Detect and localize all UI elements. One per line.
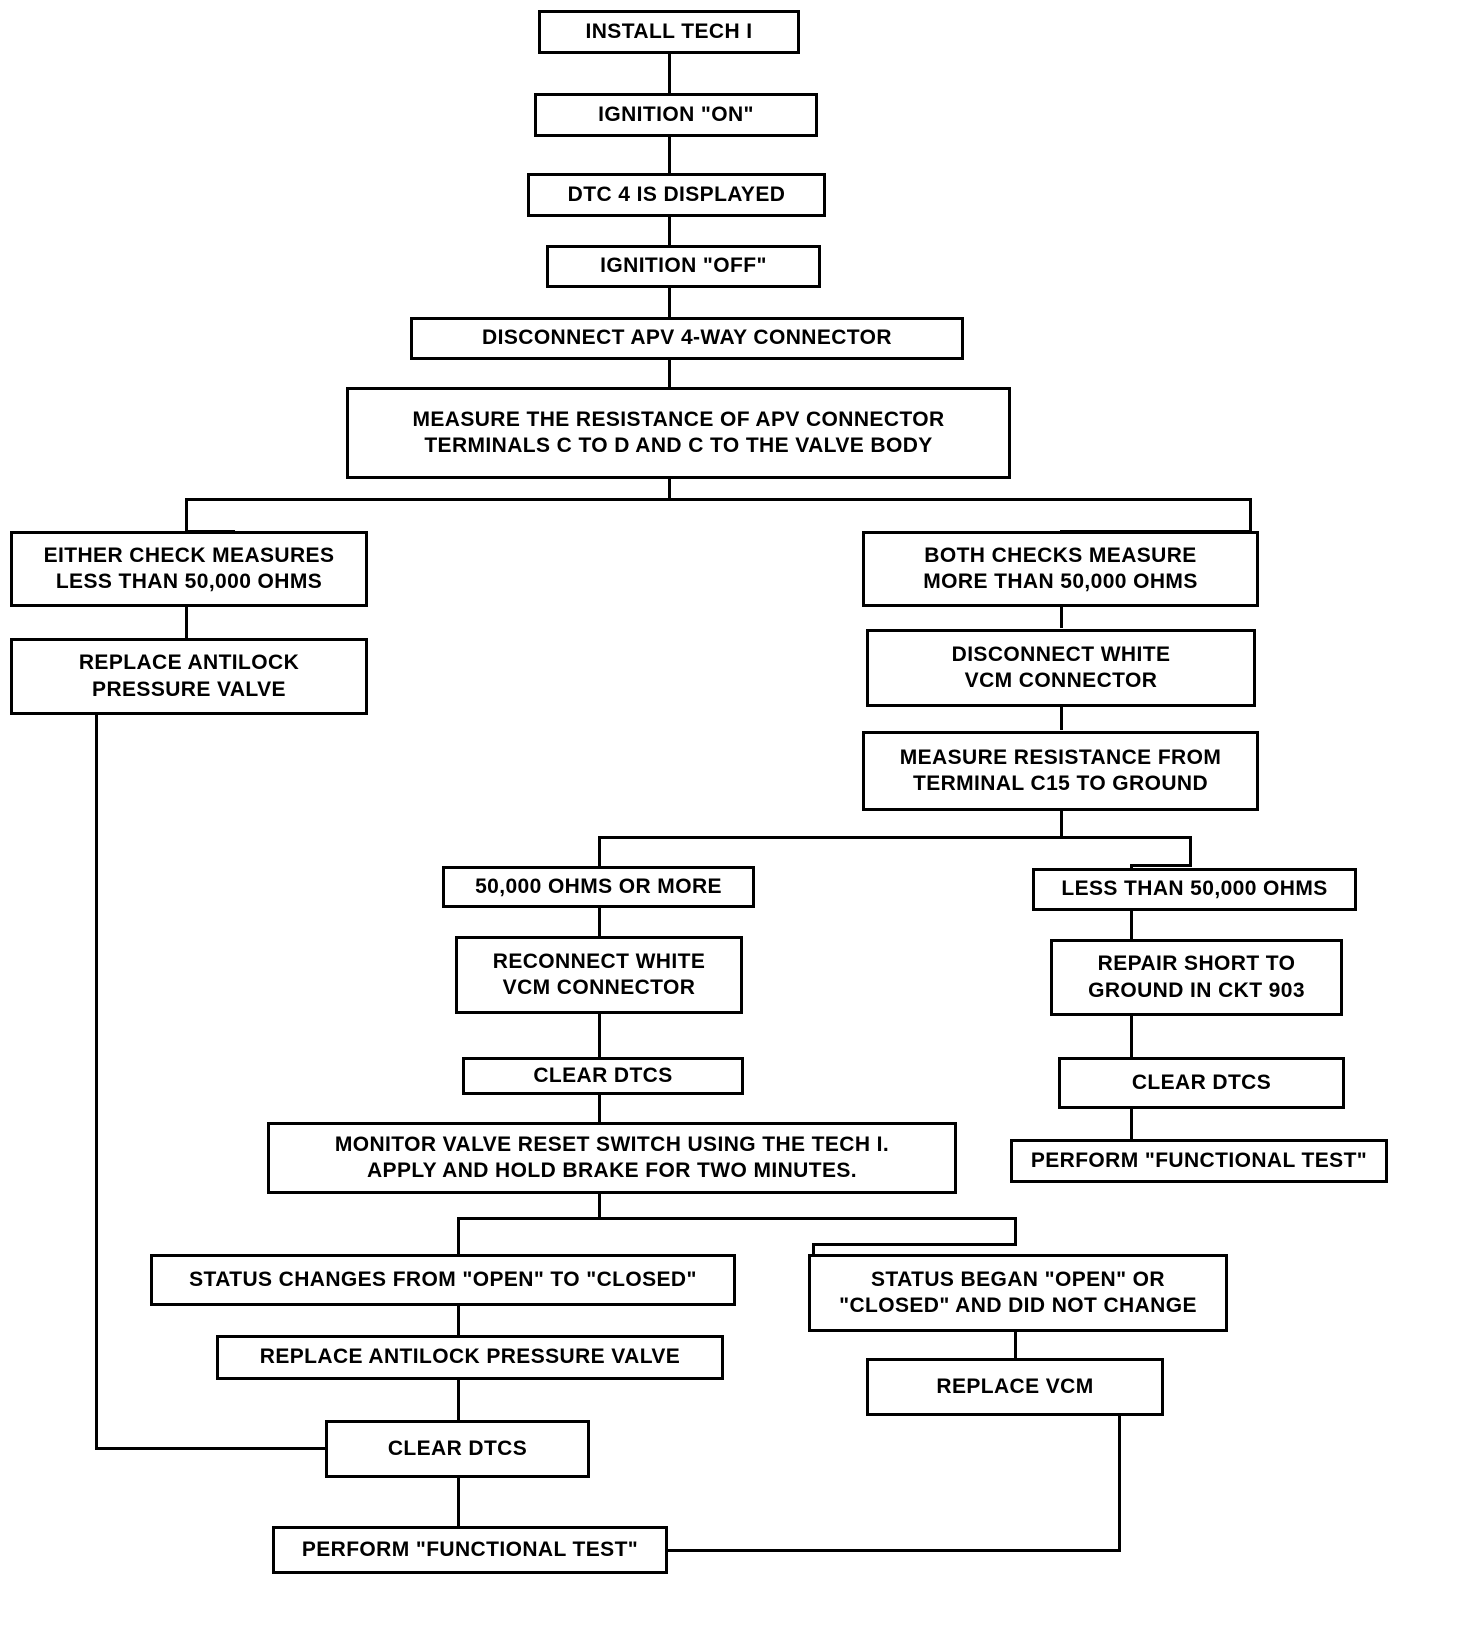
- node-disconnect-apv[interactable]: DISCONNECT APV 4-WAY CONNECTOR: [410, 317, 964, 360]
- connector-dtc-to-ignition-off: [668, 216, 671, 246]
- node-replace-apv-bottom[interactable]: REPLACE ANTILOCK PRESSURE VALVE: [216, 1335, 724, 1380]
- connector-ignition-off-to-disconnect: [668, 287, 671, 318]
- connector-repair-to-clear-right: [1130, 1015, 1133, 1057]
- connector-replace-to-clear-bottom: [457, 1379, 460, 1421]
- node-ignition-off[interactable]: IGNITION "OFF": [546, 245, 821, 288]
- connector-left-into-clear-dtcs: [95, 1447, 325, 1450]
- connector-disconnect-to-measure: [668, 359, 671, 388]
- connector-measure-c15-split-stem: [1060, 810, 1063, 838]
- connector-ignition-on-to-dtc: [668, 136, 671, 173]
- connector-monitor-right-drop: [1014, 1217, 1017, 1245]
- node-ignition-on[interactable]: IGNITION "ON": [534, 93, 818, 137]
- node-measure-c15[interactable]: MEASURE RESISTANCE FROM TERMINAL C15 TO …: [862, 731, 1259, 811]
- connector-split-left-drop: [185, 498, 188, 532]
- node-perform-test-right[interactable]: PERFORM "FUNCTIONAL TEST": [1010, 1139, 1388, 1183]
- connector-both-to-disconnect-vcm: [1060, 606, 1063, 628]
- node-ohms-or-more[interactable]: 50,000 OHMS OR MORE: [442, 866, 755, 908]
- connector-clear-right-to-perform-right: [1130, 1108, 1133, 1140]
- node-reconnect-white-vcm[interactable]: RECONNECT WHITE VCM CONNECTOR: [455, 936, 743, 1014]
- node-either-check-less[interactable]: EITHER CHECK MEASURES LESS THAN 50,000 O…: [10, 531, 368, 607]
- node-status-changes[interactable]: STATUS CHANGES FROM "OPEN" TO "CLOSED": [150, 1254, 736, 1306]
- connector-c15-left-drop: [598, 836, 601, 872]
- connector-c15-right-drop: [1189, 836, 1192, 866]
- connector-measure-c15-split-bar: [598, 836, 1192, 839]
- node-status-began[interactable]: STATUS BEGAN "OPEN" OR "CLOSED" AND DID …: [808, 1254, 1228, 1332]
- connector-either-to-replace: [185, 606, 188, 638]
- node-clear-dtcs-right[interactable]: CLEAR DTCS: [1058, 1057, 1345, 1109]
- node-both-checks-more[interactable]: BOTH CHECKS MEASURE MORE THAN 50,000 OHM…: [862, 531, 1259, 607]
- connector-clear-to-perform-bottom: [457, 1478, 460, 1526]
- connector-ohms-to-reconnect: [598, 906, 601, 936]
- node-replace-apv-left[interactable]: REPLACE ANTILOCK PRESSURE VALVE: [10, 638, 368, 715]
- node-repair-short[interactable]: REPAIR SHORT TO GROUND IN CKT 903: [1050, 939, 1343, 1016]
- connector-reconnect-to-clear: [598, 1013, 601, 1058]
- connector-status-began-to-replace-vcm: [1014, 1306, 1017, 1358]
- connector-split-right-drop: [1249, 498, 1252, 532]
- connector-monitor-right-elbow: [812, 1243, 1017, 1246]
- connector-monitor-split-stem: [598, 1193, 601, 1219]
- node-perform-test-bottom[interactable]: PERFORM "FUNCTIONAL TEST": [272, 1526, 668, 1574]
- node-disconnect-white-vcm[interactable]: DISCONNECT WHITE VCM CONNECTOR: [866, 629, 1256, 707]
- node-clear-dtcs-bottom[interactable]: CLEAR DTCS: [325, 1420, 590, 1478]
- connector-disconnect-vcm-to-measure-c15: [1060, 706, 1063, 730]
- connector-install-to-ignition-on: [668, 53, 671, 93]
- connector-monitor-left-drop: [457, 1217, 460, 1255]
- node-less-than-ohms[interactable]: LESS THAN 50,000 OHMS: [1032, 868, 1357, 911]
- node-dtc-displayed[interactable]: DTC 4 IS DISPLAYED: [527, 173, 826, 217]
- node-measure-resistance-apv[interactable]: MEASURE THE RESISTANCE OF APV CONNECTOR …: [346, 387, 1011, 479]
- connector-replace-vcm-down: [1118, 1416, 1121, 1552]
- node-replace-vcm[interactable]: REPLACE VCM: [866, 1358, 1164, 1416]
- connector-lessthan-to-repair: [1130, 910, 1133, 940]
- connector-left-long-vertical: [95, 714, 98, 1450]
- node-monitor-valve[interactable]: MONITOR VALVE RESET SWITCH USING THE TEC…: [267, 1122, 957, 1194]
- connector-status-changes-to-replace: [457, 1306, 460, 1336]
- connector-monitor-split-bar: [457, 1217, 1017, 1220]
- node-install-tech[interactable]: INSTALL TECH I: [538, 10, 800, 54]
- connector-replace-vcm-to-perform: [666, 1549, 1121, 1552]
- connector-measure-split-bar: [185, 498, 1252, 501]
- connector-c15-right-elbow: [1130, 864, 1192, 867]
- node-clear-dtcs-mid[interactable]: CLEAR DTCS: [462, 1057, 744, 1095]
- connector-monitor-right-stub: [812, 1243, 815, 1255]
- connector-clear-to-monitor: [598, 1094, 601, 1123]
- connector-measure-split-stem: [668, 478, 671, 500]
